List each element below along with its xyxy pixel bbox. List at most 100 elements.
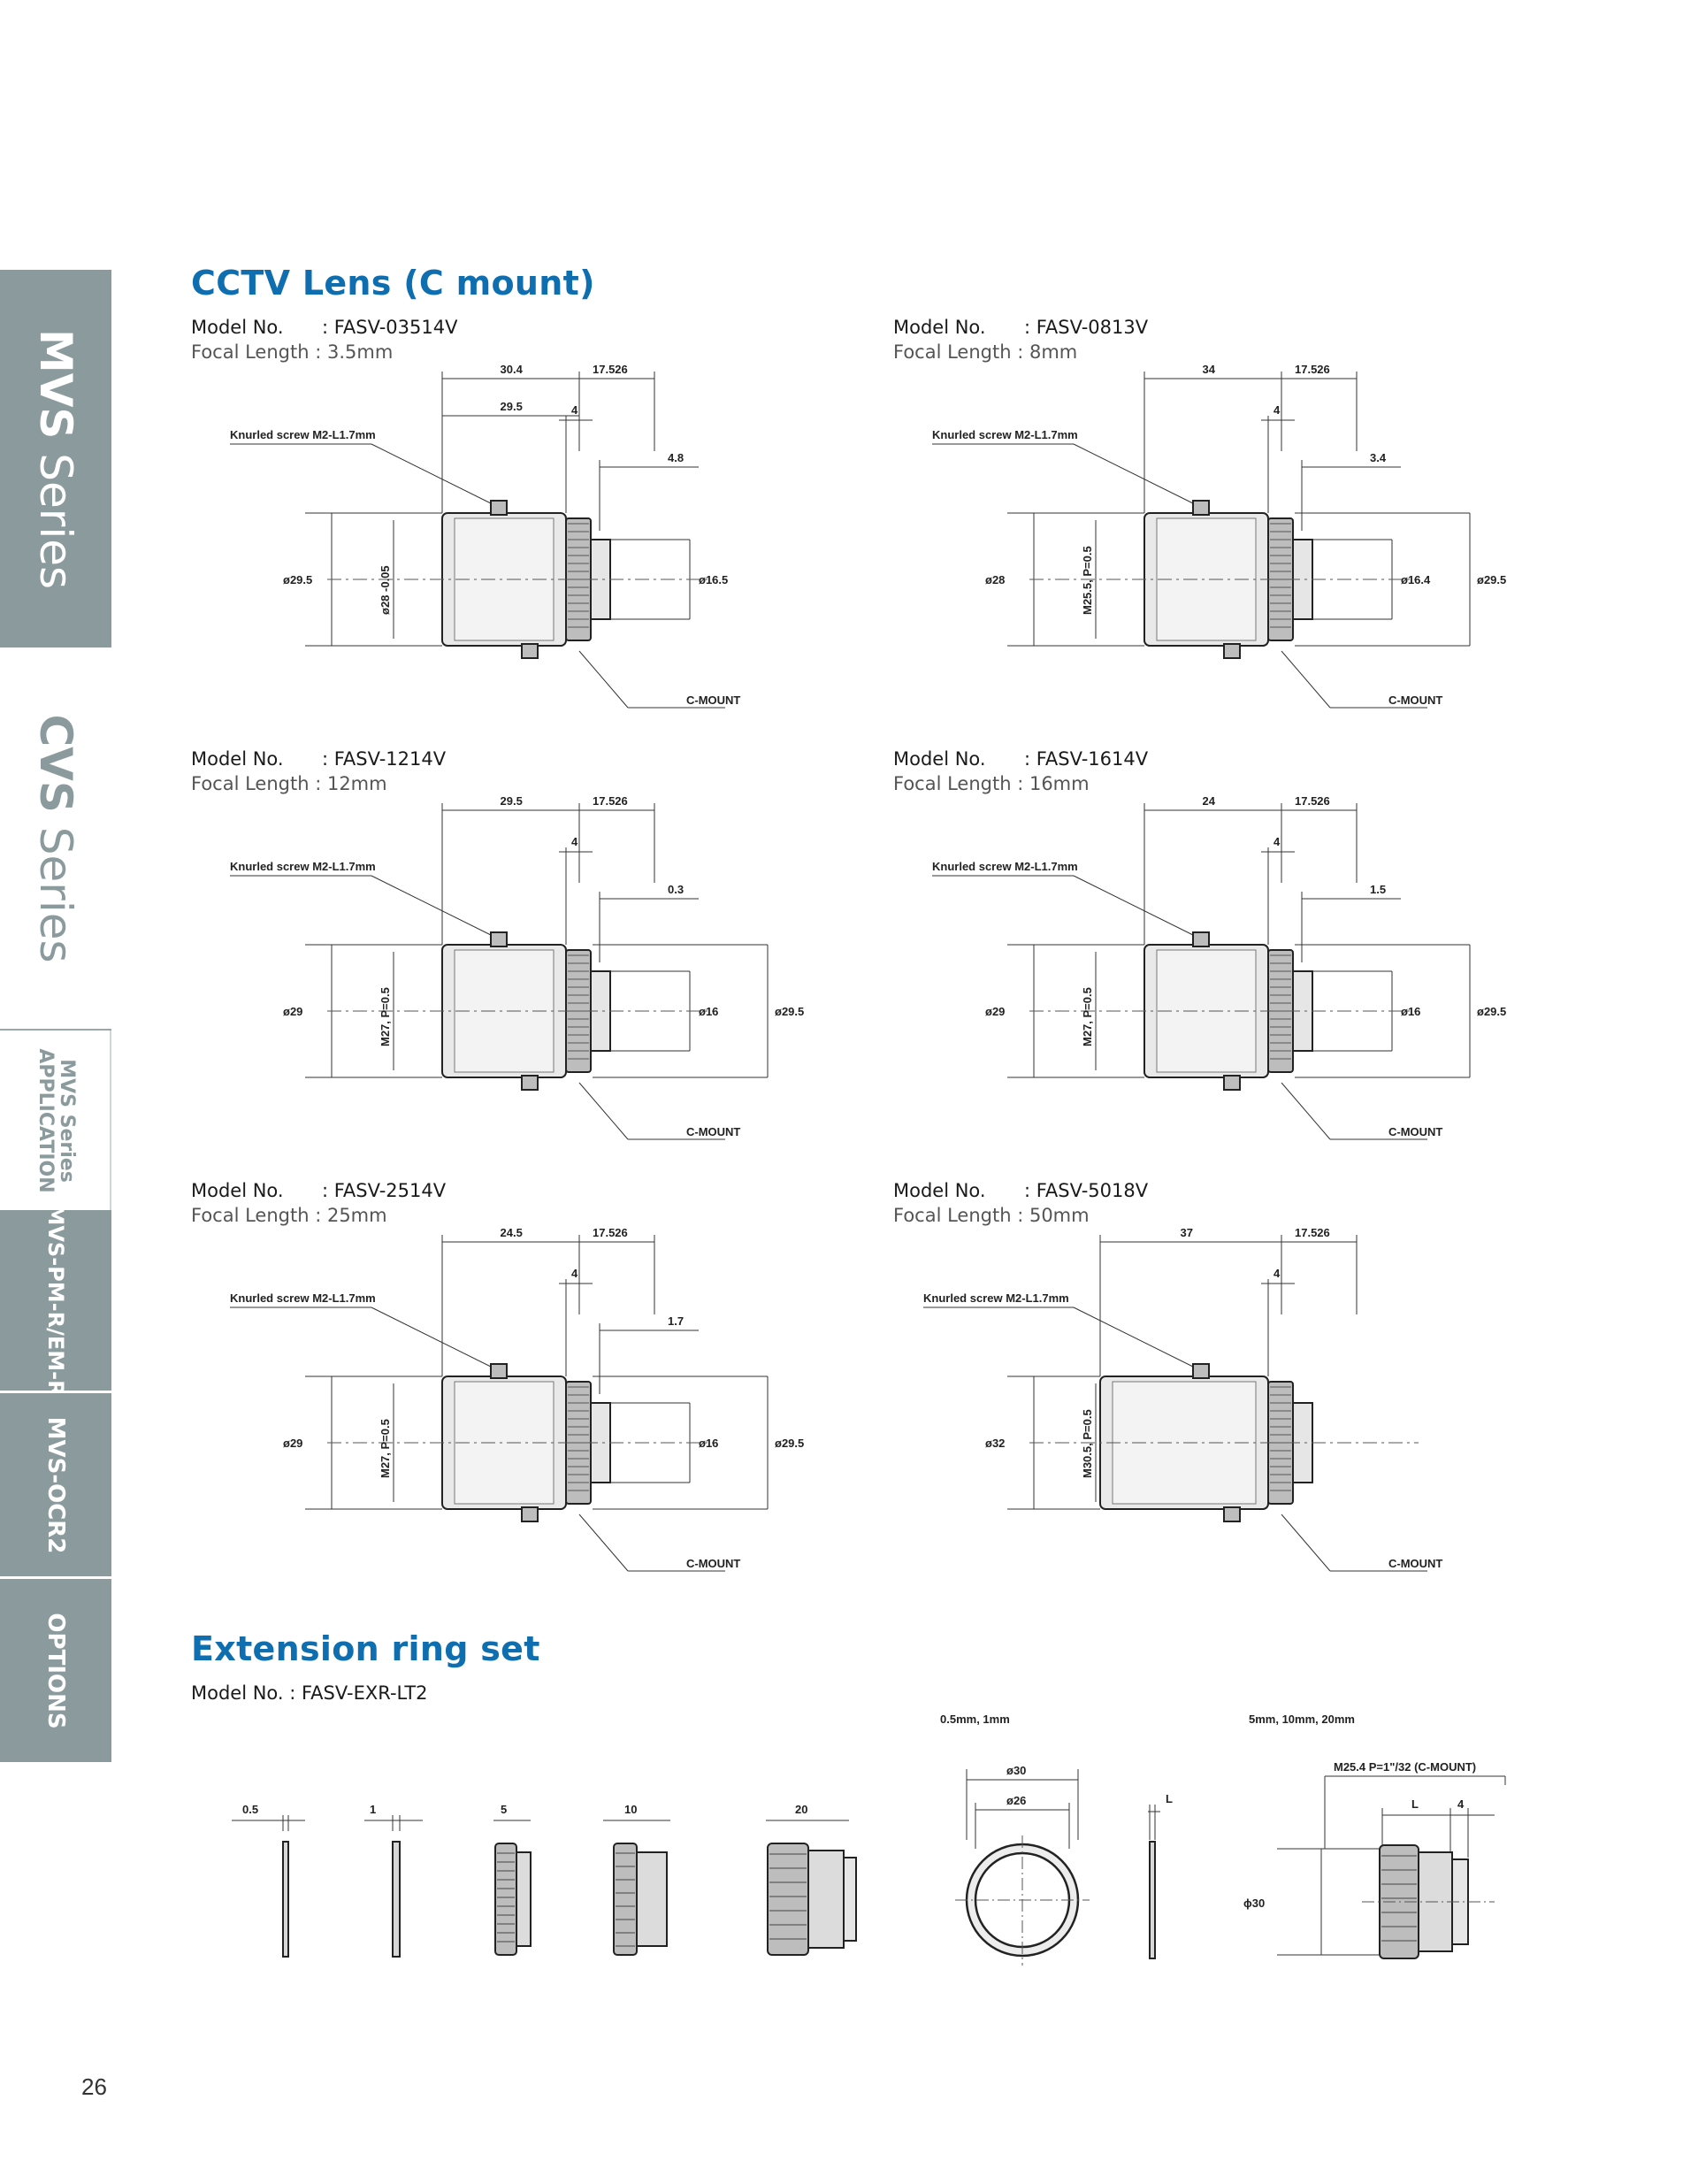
sidebar-tab-options[interactable]: OPTIONS bbox=[0, 1579, 111, 1765]
dimension-four-label: 4 bbox=[1274, 835, 1281, 848]
svg-text:M25.4 P=1"/32 (C-MOUNT): M25.4 P=1"/32 (C-MOUNT) bbox=[1334, 1760, 1476, 1774]
diameter-front-label: ø29.5 bbox=[283, 573, 312, 586]
lens-model-info: Model No.: FASV-0813V Focal Length : 8mm bbox=[893, 317, 1149, 363]
svg-text:L: L bbox=[1411, 1797, 1419, 1811]
svg-text:ø30: ø30 bbox=[1006, 1764, 1026, 1777]
dimension-flange-label: 17.526 bbox=[1295, 363, 1330, 376]
ring-1: 1 bbox=[364, 1803, 423, 1958]
knurled-screw-label: Knurled screw M2-L1.7mm bbox=[230, 860, 376, 873]
dimension-length-label: 24.5 bbox=[501, 1226, 523, 1239]
dimension-flange-label: 17.526 bbox=[593, 1226, 628, 1239]
sidebar-tab-mvs-series[interactable]: MVS Series bbox=[0, 270, 111, 650]
dimension-back-label: 0.3 bbox=[668, 883, 684, 896]
extension-ring-model: Model No. : FASV-EXR-LT2 bbox=[191, 1682, 428, 1704]
dimension-length-label: 37 bbox=[1181, 1226, 1193, 1239]
knurled-screw-label: Knurled screw M2-L1.7mm bbox=[230, 1291, 376, 1305]
sidebar-divider bbox=[0, 1029, 111, 1031]
svg-text:0.5: 0.5 bbox=[242, 1803, 258, 1816]
diameter-outer-label: ø29.5 bbox=[1477, 1005, 1506, 1018]
ring-side-view: L bbox=[1148, 1792, 1173, 1959]
lens-drawing: 30.4 17.526 29.5 4 4.8 Knurled screw M2-L1.7m… bbox=[230, 363, 740, 709]
dimension-flange-label: 17.526 bbox=[593, 363, 628, 376]
knurled-screw-label: Knurled screw M2-L1.7mm bbox=[923, 1291, 1069, 1305]
sidebar-tab-mvs-ocr2[interactable]: MVS-OCR2 bbox=[0, 1393, 111, 1579]
svg-text:1: 1 bbox=[370, 1803, 376, 1816]
lens-model-info: Model No.: FASV-1214V Focal Length : 12m… bbox=[191, 748, 447, 794]
thread-spec-label: M30.5, P=0.5 bbox=[1081, 1409, 1094, 1478]
ring-20: 20 bbox=[766, 1803, 857, 1956]
dimension-flange-label: 17.526 bbox=[1295, 1226, 1330, 1239]
dimension-flange-label: 17.526 bbox=[1295, 794, 1330, 808]
svg-text:5: 5 bbox=[501, 1803, 507, 1816]
dimension-back-label: 1.5 bbox=[1370, 883, 1386, 896]
lens-drawing: 34 17.526 4 3.4 Knurled screw M2-L1.7mm ø28 M2… bbox=[932, 363, 1506, 709]
dimension-four-label: 4 bbox=[1274, 403, 1281, 417]
knurled-screw-label: Knurled screw M2-L1.7mm bbox=[932, 428, 1078, 441]
ring-group-thin-label: 0.5mm, 1mm bbox=[940, 1713, 1010, 1726]
diameter-outer-label: ø29.5 bbox=[775, 1437, 804, 1450]
dimension-back-label: 1.7 bbox=[668, 1314, 684, 1328]
thread-spec-label: ø28 -0.05 bbox=[379, 565, 392, 615]
c-mount-label: C-MOUNT bbox=[686, 694, 740, 707]
c-mount-label: C-MOUNT bbox=[1388, 1125, 1442, 1138]
dimension-length-label: 30.4 bbox=[501, 363, 524, 376]
dimension-four-label: 4 bbox=[571, 1267, 578, 1280]
ring-5: 20 5 bbox=[493, 1803, 532, 1956]
thread-spec-label: M27, P=0.5 bbox=[1081, 987, 1094, 1046]
knurled-screw-label: Knurled screw M2-L1.7mm bbox=[230, 428, 376, 441]
diameter-back-label: ø16.5 bbox=[699, 573, 728, 586]
diameter-front-label: ø29 bbox=[283, 1437, 302, 1450]
lens-model-info: Model No.: FASV-2514V Focal Length : 25m… bbox=[191, 1180, 447, 1226]
dimension-length-label: 24 bbox=[1203, 794, 1216, 808]
dimension-four-label: 4 bbox=[1274, 1267, 1281, 1280]
c-mount-label: C-MOUNT bbox=[1388, 1557, 1442, 1570]
diameter-front-label: ø28 bbox=[985, 573, 1005, 586]
dimension-four-label: 4 bbox=[571, 835, 578, 848]
diameter-front-label: ø29 bbox=[283, 1005, 302, 1018]
lens-model-info: Model No.: FASV-03514V Focal Length : 3.… bbox=[191, 317, 458, 363]
ring-0-5: 0.5 bbox=[232, 1803, 305, 1958]
svg-text:ø26: ø26 bbox=[1006, 1794, 1026, 1807]
thread-spec-label: M27, P=0.5 bbox=[379, 1419, 392, 1478]
diameter-back-label: ø16 bbox=[699, 1437, 718, 1450]
lens-model-info: Model No.: FASV-5018V Focal Length : 50m… bbox=[893, 1180, 1149, 1226]
lens-drawing: 24.5 17.526 4 1.7 Knurled screw M2-L1.7mm ø29… bbox=[230, 1226, 804, 1572]
diameter-front-label: ø32 bbox=[985, 1437, 1005, 1450]
svg-text:ϕ30: ϕ30 bbox=[1243, 1897, 1265, 1910]
sidebar-tab-mvs-pm[interactable]: MVS-PM-R/EM-R bbox=[0, 1204, 111, 1397]
section-title-cctv-lens: CCTV Lens (C mount) bbox=[191, 264, 595, 303]
section-title-extension-ring: Extension ring set bbox=[191, 1629, 540, 1668]
lens-model-info: Model No.: FASV-1614V Focal Length : 16m… bbox=[893, 748, 1149, 794]
dimension-length-label: 34 bbox=[1203, 363, 1216, 376]
lens-drawing: 24 17.526 4 1.5 Knurled screw M2-L1.7mm ø29 M2… bbox=[932, 794, 1506, 1140]
dimension-flange-label: 17.526 bbox=[593, 794, 628, 808]
diameter-back-label: ø16 bbox=[699, 1005, 718, 1018]
dimension-back-label: 4.8 bbox=[668, 451, 684, 464]
c-mount-label: C-MOUNT bbox=[686, 1125, 740, 1138]
diameter-back-label: ø16 bbox=[1401, 1005, 1420, 1018]
ring-front-view: ø30 ø26 bbox=[955, 1764, 1090, 1966]
ring-thick-dimension-view: M25.4 P=1"/32 (C-MOUNT) L 4 ϕ30 bbox=[1243, 1760, 1506, 1959]
diameter-back-label: ø16.4 bbox=[1401, 573, 1431, 586]
diameter-front-label: ø29 bbox=[985, 1005, 1005, 1018]
c-mount-label: C-MOUNT bbox=[686, 1557, 740, 1570]
dimension-mid-label: 29.5 bbox=[501, 400, 523, 413]
thread-spec-label: M27, P=0.5 bbox=[379, 987, 392, 1046]
thread-spec-label: M25.5, P=0.5 bbox=[1081, 546, 1094, 615]
svg-text:L: L bbox=[1166, 1792, 1173, 1805]
svg-text:4: 4 bbox=[1457, 1797, 1465, 1811]
diameter-outer-label: ø29.5 bbox=[775, 1005, 804, 1018]
dimension-four-label: 4 bbox=[571, 403, 578, 417]
svg-text:20: 20 bbox=[795, 1803, 807, 1816]
dimension-back-label: 3.4 bbox=[1370, 451, 1387, 464]
ring-group-thick-label: 5mm, 10mm, 20mm bbox=[1249, 1713, 1355, 1726]
knurled-screw-label: Knurled screw M2-L1.7mm bbox=[932, 860, 1078, 873]
diameter-outer-label: ø29.5 bbox=[1477, 573, 1506, 586]
svg-text:10: 10 bbox=[624, 1803, 637, 1816]
page-number: 26 bbox=[81, 2073, 107, 2100]
ring-10: 10 bbox=[603, 1803, 670, 1956]
